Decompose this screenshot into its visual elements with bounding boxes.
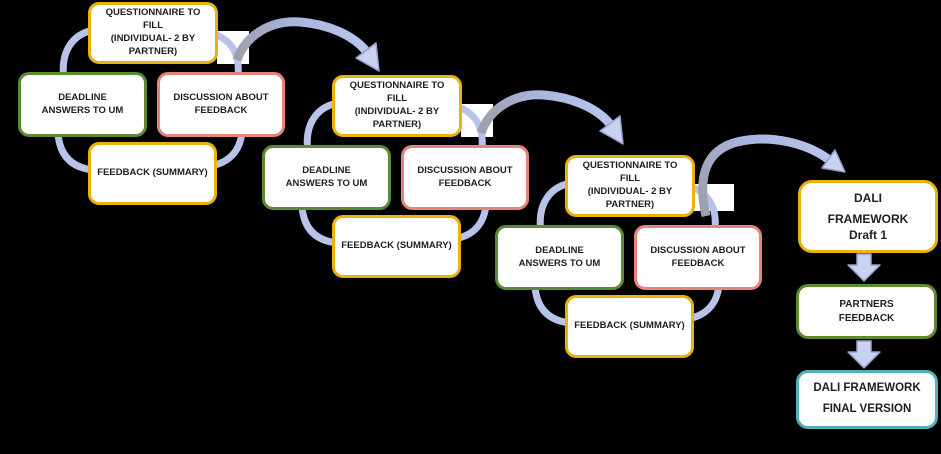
dali-draft-label: FRAMEWORK [827, 211, 909, 226]
dali-final-label: FINAL VERSION [822, 403, 912, 415]
questionnaire-label: PARTNER) [605, 198, 655, 210]
cycle-group-3: QUESTIONNAIRE TO FILL (INDIVIDUAL- 2 BY … [477, 153, 769, 365]
deadline-label: DEADLINE [302, 164, 351, 176]
deadline-label: ANSWERS TO UM [41, 104, 124, 116]
deadline-label: DEADLINE [535, 244, 584, 256]
feedback-summary-label: FEEDBACK (SUMMARY) [574, 320, 685, 332]
partners-feedback-label: PARTNERS [839, 299, 894, 310]
dali-draft-label: DALI [854, 190, 882, 205]
discussion-label: FEEDBACK [438, 177, 492, 189]
questionnaire-label: PARTNER) [372, 118, 422, 130]
questionnaire-label: QUESTIONNAIRE TO FILL [349, 80, 445, 105]
down-arrow-icon [847, 340, 881, 369]
deadline-box: DEADLINE ANSWERS TO UM [495, 225, 624, 290]
discussion-label: DISCUSSION ABOUT [173, 91, 269, 103]
feedback-summary-box: FEEDBACK (SUMMARY) [565, 295, 694, 358]
feedback-summary-box: FEEDBACK (SUMMARY) [332, 215, 461, 278]
deadline-box: DEADLINE ANSWERS TO UM [262, 145, 391, 210]
questionnaire-label: (INDIVIDUAL- 2 BY [354, 106, 440, 117]
partners-feedback-box: PARTNERS FEEDBACK [796, 284, 937, 339]
feedback-summary-box: FEEDBACK (SUMMARY) [88, 142, 217, 205]
discussion-label: FEEDBACK [194, 104, 248, 116]
discussion-box: DISCUSSION ABOUT FEEDBACK [634, 225, 762, 290]
questionnaire-label: (INDIVIDUAL- 2 BY [110, 33, 196, 44]
questionnaire-label: QUESTIONNAIRE TO FILL [105, 7, 201, 32]
cycle-group-1: QUESTIONNAIRE TO FILL (INDIVIDUAL- 2 BY … [0, 0, 292, 212]
questionnaire-label: (INDIVIDUAL- 2 BY [587, 186, 673, 197]
discussion-box: DISCUSSION ABOUT FEEDBACK [157, 72, 285, 137]
deadline-label: ANSWERS TO UM [518, 257, 601, 269]
cycle-group-2: QUESTIONNAIRE TO FILL (INDIVIDUAL- 2 BY … [244, 73, 536, 285]
discussion-box: DISCUSSION ABOUT FEEDBACK [401, 145, 529, 210]
down-arrow-icon [847, 253, 881, 282]
questionnaire-box: QUESTIONNAIRE TO FILL (INDIVIDUAL- 2 BY … [88, 2, 218, 64]
discussion-label: FEEDBACK [671, 257, 725, 269]
questionnaire-label: PARTNER) [128, 45, 178, 57]
feedback-summary-label: FEEDBACK (SUMMARY) [97, 167, 208, 179]
deadline-box: DEADLINE ANSWERS TO UM [18, 72, 147, 137]
deadline-label: ANSWERS TO UM [285, 177, 368, 189]
dali-final-label: DALI FRAMEWORK [813, 382, 921, 395]
discussion-label: DISCUSSION ABOUT [650, 244, 746, 256]
questionnaire-box: QUESTIONNAIRE TO FILL (INDIVIDUAL- 2 BY … [332, 75, 462, 137]
feedback-summary-label: FEEDBACK (SUMMARY) [341, 240, 452, 252]
dali-final-box: DALI FRAMEWORK FINAL VERSION [796, 370, 938, 429]
questionnaire-label: QUESTIONNAIRE TO FILL [582, 160, 678, 185]
dali-draft-label: Draft 1 [848, 228, 887, 243]
deadline-label: DEADLINE [58, 91, 107, 103]
dali-draft-box: DALI FRAMEWORK Draft 1 [798, 180, 938, 253]
questionnaire-box: QUESTIONNAIRE TO FILL (INDIVIDUAL- 2 BY … [565, 155, 695, 217]
partners-feedback-label: FEEDBACK [838, 312, 895, 324]
discussion-label: DISCUSSION ABOUT [417, 164, 513, 176]
